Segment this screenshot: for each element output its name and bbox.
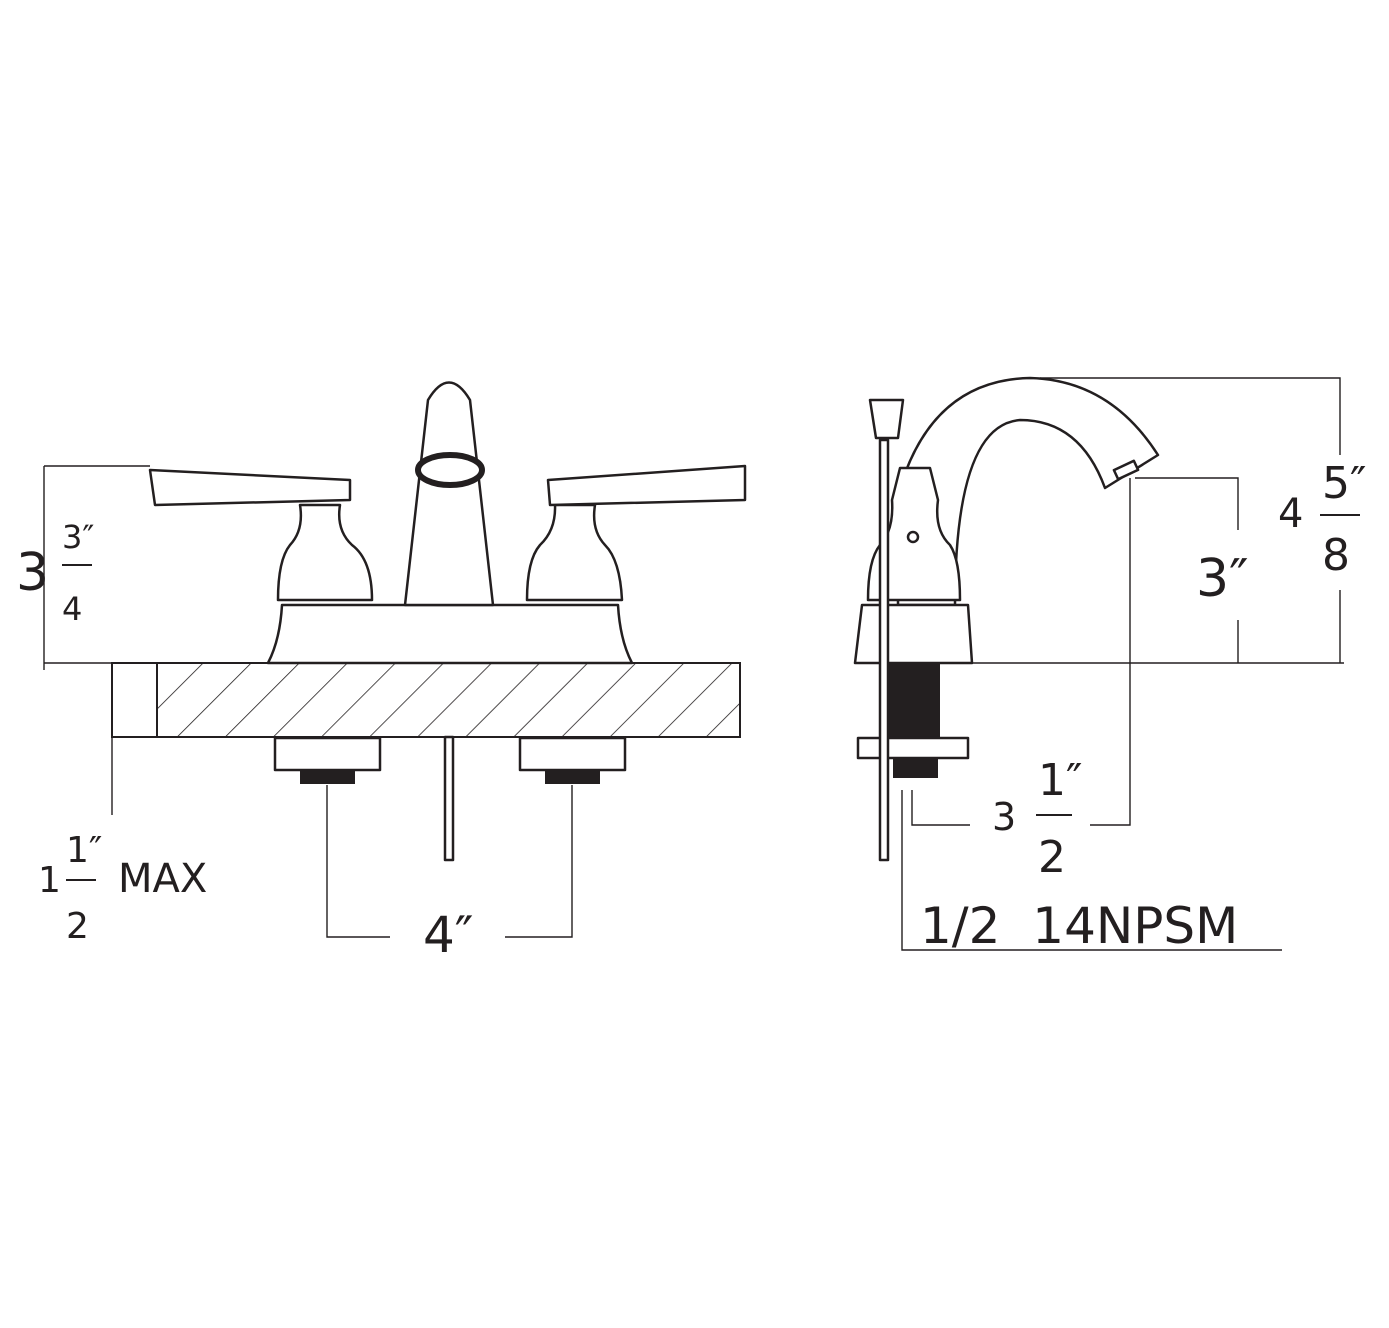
left-bonnet: [276, 503, 374, 602]
deck-thickness-dimension: 1 1″ 2 MAX: [38, 737, 207, 947]
mounting-nut: [856, 736, 970, 760]
aerator-front: [415, 452, 485, 488]
height-denominator: 4: [62, 590, 82, 628]
threaded-shank: [885, 663, 940, 740]
height-dimension: 3 3″ 4: [16, 465, 268, 670]
lift-rod-front: [443, 735, 455, 862]
deck-numerator: 1″: [66, 830, 102, 871]
deck-whole: 1: [38, 860, 61, 901]
side-view: 4 5″ 8 3″ 3 1″ 2 1/2 14NPSM: [853, 376, 1366, 955]
right-bonnet: [525, 503, 624, 602]
set-screw: [906, 530, 920, 544]
thread-spec-callout: 1/2 14NPSM: [901, 790, 1282, 955]
spout-front: [403, 381, 495, 607]
left-handle: [148, 468, 352, 507]
lift-knob: [868, 398, 905, 440]
thread-spec-label: 1/2 14NPSM: [920, 897, 1238, 955]
deck-denominator: 2: [66, 906, 89, 947]
lift-rod-side: [878, 438, 890, 862]
left-thread: [300, 770, 355, 784]
total-height-dimension: 4 5″ 8: [972, 377, 1366, 664]
faucet-base: [266, 603, 634, 665]
right-thread: [545, 770, 600, 784]
center-spacing-dimension: 4″: [326, 785, 573, 964]
spout-reach-dimension: 3 1″ 2: [911, 478, 1131, 883]
base-side: [853, 603, 974, 665]
total-height-denominator: 8: [1322, 530, 1350, 581]
front-view: 3 3″ 4 1 1″ 2 MAX 4″: [16, 381, 747, 964]
spout-side: [896, 376, 1160, 607]
height-numerator: 3″: [62, 518, 94, 556]
center-spacing-label: 4″: [423, 906, 474, 964]
right-supply-fitting: [518, 736, 627, 772]
countertop-hatch: [156, 662, 741, 738]
total-height-whole: 4: [1278, 491, 1303, 537]
left-supply-fitting: [273, 736, 382, 772]
height-whole: 3: [16, 543, 49, 603]
deck-suffix: MAX: [118, 856, 207, 902]
aerator-side: [1112, 459, 1140, 481]
right-handle: [546, 464, 747, 507]
reach-numerator: 1″: [1038, 755, 1082, 806]
reach-denominator: 2: [1038, 832, 1066, 883]
shank-thread-end: [893, 758, 938, 778]
total-height-numerator: 5″: [1322, 458, 1366, 509]
spout-height-label: 3″: [1196, 549, 1249, 609]
reach-whole: 3: [992, 795, 1016, 839]
spout-height-dimension: 3″: [1135, 477, 1249, 663]
